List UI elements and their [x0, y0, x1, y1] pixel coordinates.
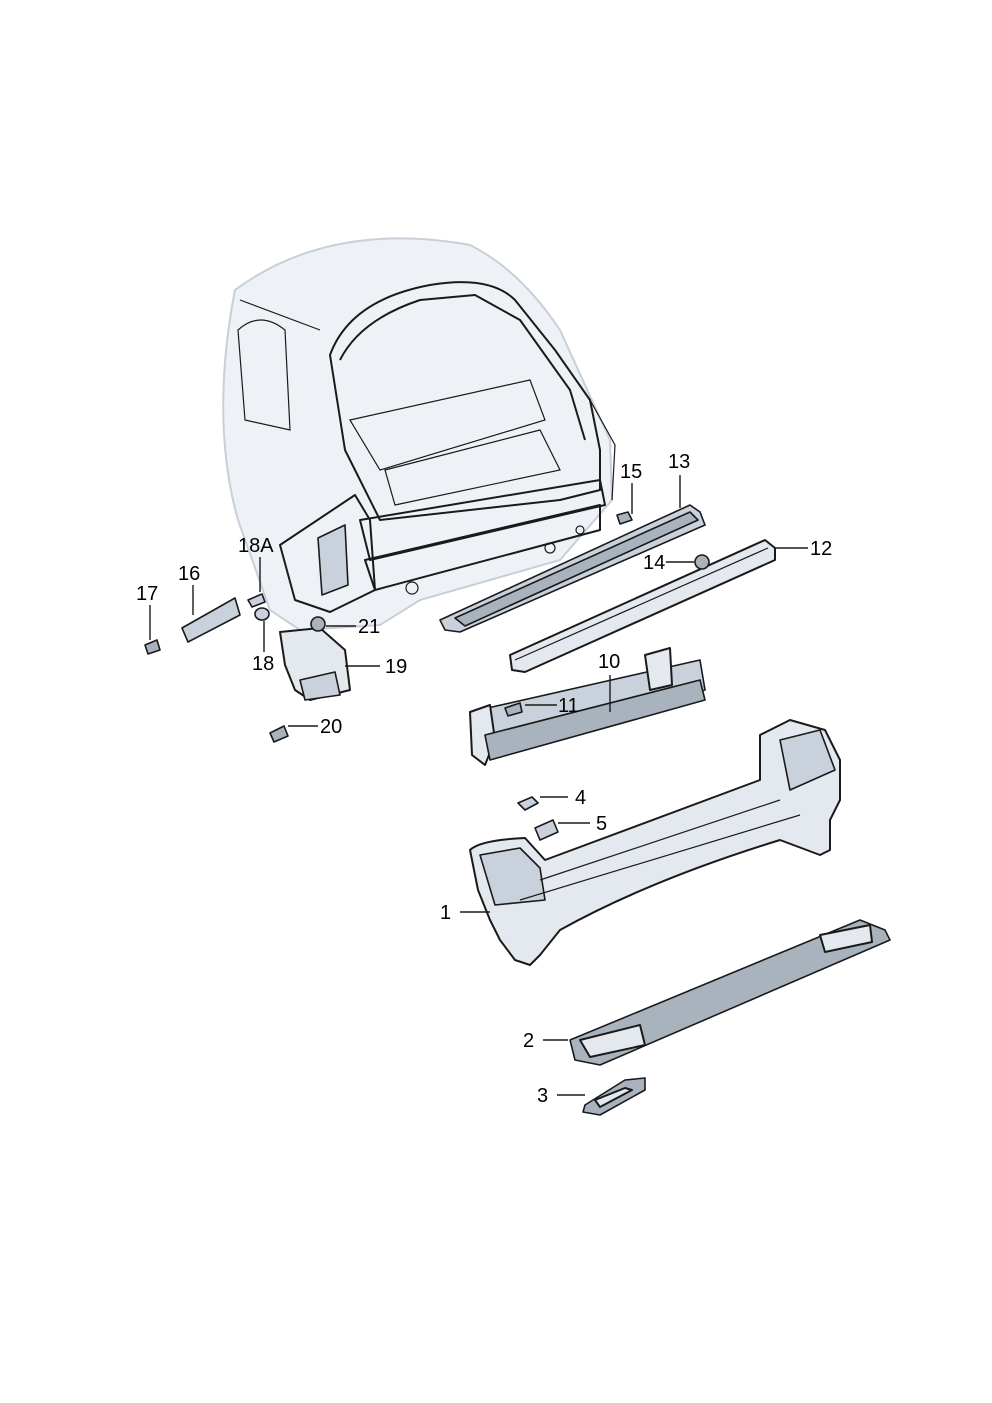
- callout-2: 2: [523, 1030, 534, 1052]
- clip-5: [534, 819, 559, 841]
- callout-16: 16: [178, 563, 200, 585]
- callout-3: 3: [537, 1085, 548, 1107]
- guide-bracket-19: [279, 627, 351, 701]
- bolt-15: [616, 511, 633, 525]
- callout-13: 13: [668, 451, 690, 473]
- plug-18a: [247, 593, 266, 608]
- callout-18: 18: [252, 653, 274, 675]
- nut-14: [694, 554, 710, 570]
- grommet-18: [254, 607, 270, 621]
- clip-21: [310, 616, 326, 632]
- leader-lines: [149, 475, 808, 1096]
- bumper-carrier-10: [469, 647, 706, 766]
- callout-17: 17: [136, 583, 158, 605]
- bolt-20: [269, 725, 289, 743]
- bracket-16: [181, 597, 241, 643]
- bumper-cover-1: [469, 719, 841, 966]
- callout-15: 15: [620, 461, 642, 483]
- bolt-17: [144, 639, 161, 655]
- callout-10: 10: [598, 651, 620, 673]
- callout-18a: 18A: [238, 535, 274, 557]
- callout-20: 20: [320, 716, 342, 738]
- diffuser-trim-2: [569, 919, 891, 1066]
- cover-strip-12: [509, 539, 776, 673]
- callout-12: 12: [810, 538, 832, 560]
- callout-21: 21: [358, 616, 380, 638]
- exhaust-trim-3: [582, 1077, 646, 1116]
- callout-5: 5: [596, 813, 607, 835]
- callout-19: 19: [385, 656, 407, 678]
- callout-4: 4: [575, 787, 586, 809]
- bolt-11: [504, 702, 523, 717]
- clip-4: [517, 796, 539, 811]
- callout-labels: 1 2 3 4 5 10 11 12 13 14 15 16 17 18 18A…: [136, 451, 832, 1107]
- vehicle-rear-body: [222, 237, 616, 632]
- impact-absorber-13: [439, 504, 706, 633]
- callout-14: 14: [643, 552, 665, 574]
- callout-11: 11: [558, 695, 579, 717]
- callout-1: 1: [440, 902, 451, 924]
